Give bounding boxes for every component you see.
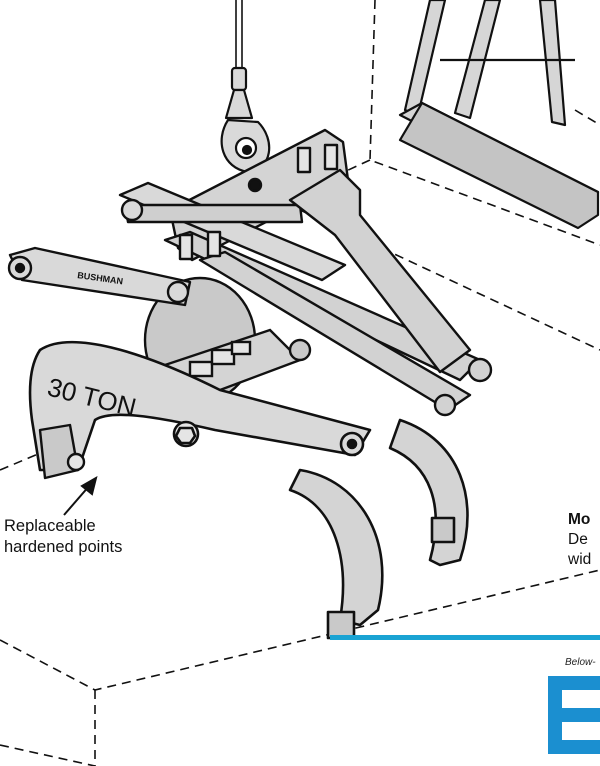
hoist-cable (235, 0, 243, 70)
front-jaw (28, 340, 372, 472)
brand-logo (548, 676, 600, 754)
model-description-snippet: Mo De wid (568, 510, 591, 570)
callout-line-1: Replaceable (4, 517, 96, 535)
model-text-fragment-2: wid (568, 551, 592, 568)
logo-letter-b-icon (548, 676, 600, 754)
lower-tongs (288, 418, 469, 640)
brand-tagline: Below- (565, 657, 596, 668)
model-heading-fragment: Mo (568, 511, 591, 528)
upper-link-bar (7, 246, 192, 307)
callout-arrow (63, 475, 98, 516)
crane-stand (398, 0, 600, 230)
rear-links (118, 181, 347, 282)
callout-line-2: hardened points (4, 538, 123, 556)
model-text-fragment-1: De (568, 531, 588, 548)
brand-accent-rule (330, 635, 600, 640)
left-hardened-point (38, 423, 86, 480)
right-scissor-arms (163, 143, 493, 417)
hardened-points-callout: Replaceable hardened points (4, 516, 122, 558)
hook-assembly (220, 66, 271, 174)
